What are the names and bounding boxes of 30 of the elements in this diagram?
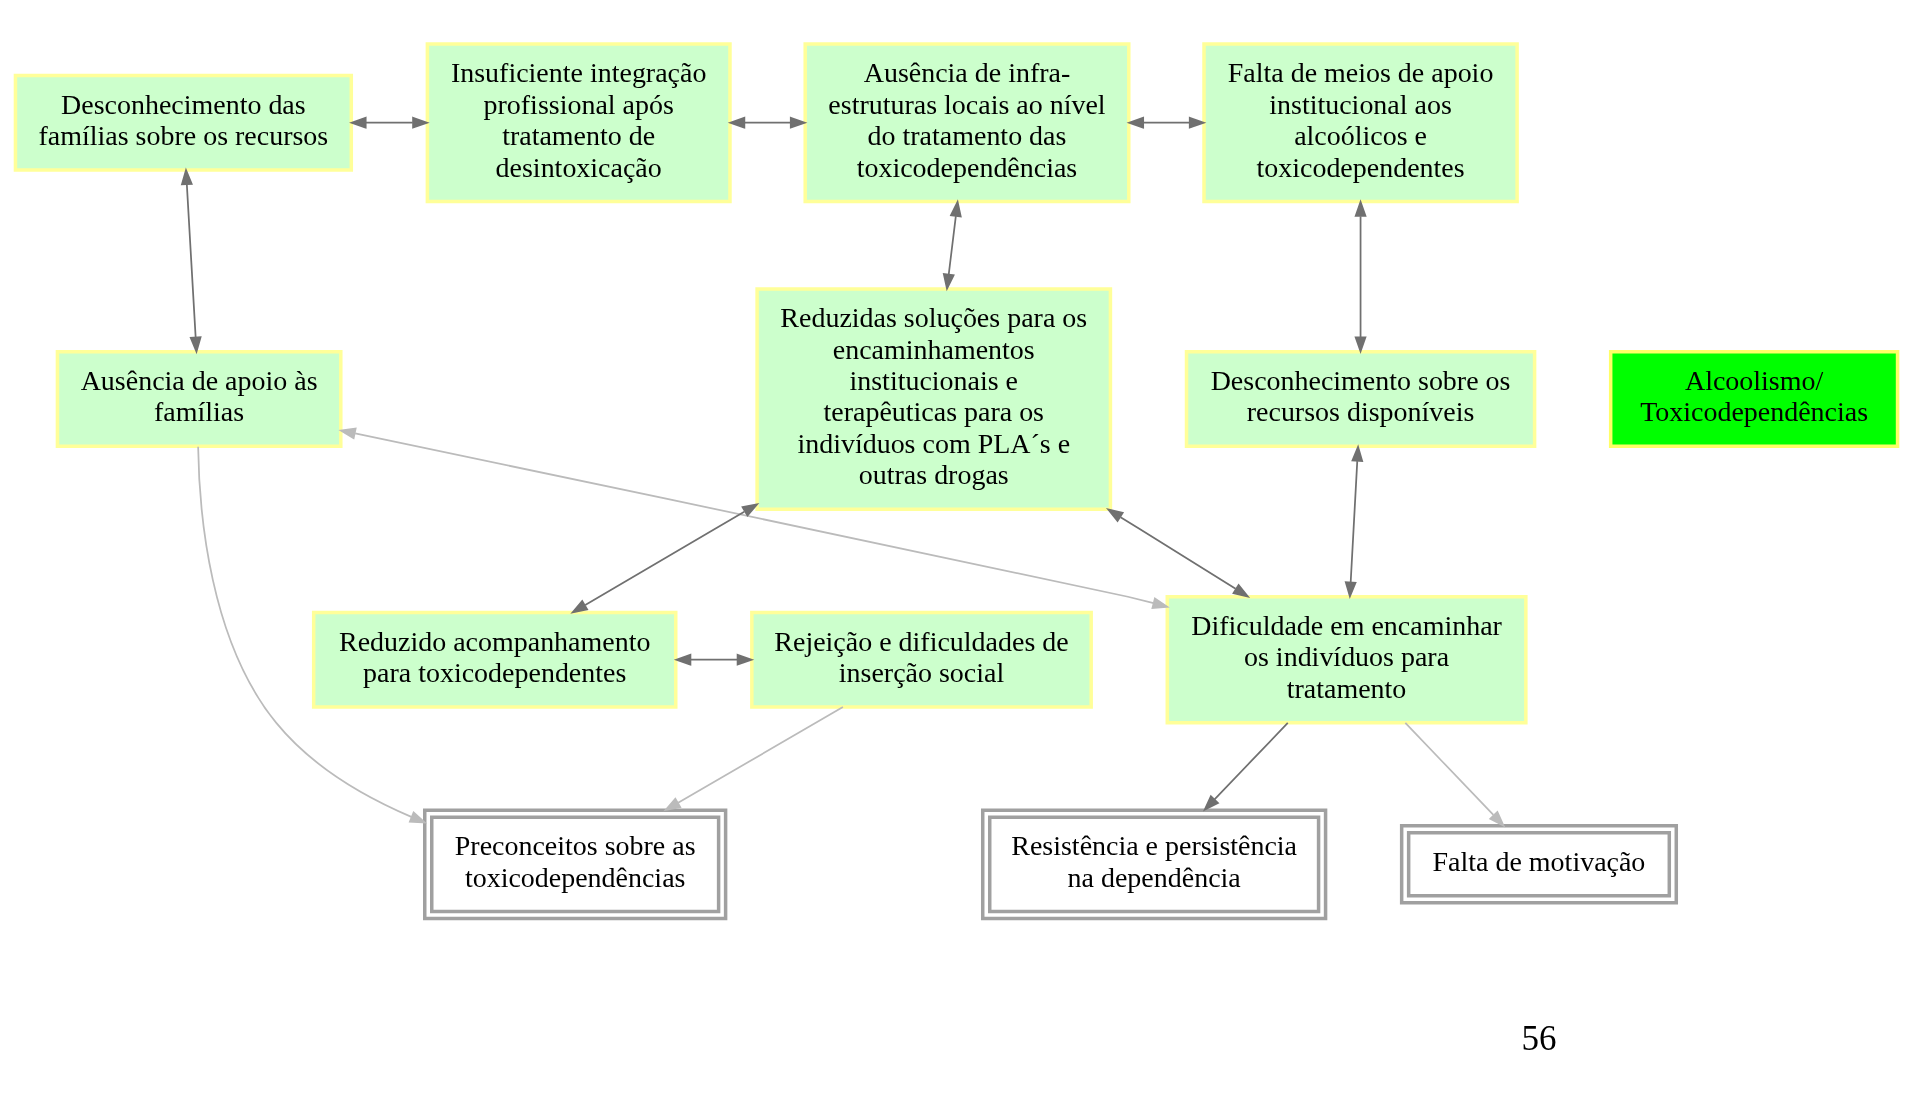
arrow <box>1126 116 1207 129</box>
arrow <box>197 445 428 824</box>
arrow <box>1354 199 1367 354</box>
node-box: Reduzidas soluções para os encaminhamentos institucionais e terapêuticas para os indivíduos com PLA´s e outras drogas <box>755 287 1113 511</box>
node-box: Reduzido acompanhamento para toxicodependentes <box>311 610 678 709</box>
node-box: Resistência e persistência na dependência <box>981 808 1328 921</box>
label: 56 <box>1521 1018 1557 1058</box>
arrow <box>570 502 760 614</box>
node-box: Dificuldade em encaminhar os indivíduos para tratamento <box>1165 595 1528 725</box>
node-box: Rejeição e dificuldades de inserção social <box>750 610 1093 709</box>
node-box: Ausência de apoio às famílias <box>55 350 343 449</box>
node-box: Falta de meios de apoio institucional aos alcoólicos e toxicodependentes <box>1202 42 1519 204</box>
arrow <box>727 116 808 129</box>
arrow <box>1202 722 1289 812</box>
arrow <box>942 199 962 292</box>
node-box: Desconhecimento das famílias sobre os recursos <box>13 73 354 172</box>
arrow <box>180 167 202 355</box>
node-box: Preconceitos sobre as toxicodependências <box>423 808 728 921</box>
node-box: Desconhecimento sobre os recursos disponíveis <box>1184 350 1537 449</box>
node-box: Alcoolismo/ Toxicodependências <box>1608 350 1900 449</box>
node-box: Ausência de infra-estruturas locais ao nível do tratamento das toxicodependências <box>803 42 1131 204</box>
arrow <box>673 653 755 666</box>
arrow <box>1344 444 1364 600</box>
arrow <box>349 116 430 129</box>
arrow <box>1404 722 1506 828</box>
arrow <box>663 706 844 812</box>
arrow <box>1105 508 1251 598</box>
node-box: Falta de motivação <box>1399 824 1679 905</box>
arrow <box>338 427 1170 609</box>
node-box: Insuficiente integração profissional após tratamento de desintoxicação <box>425 42 732 204</box>
